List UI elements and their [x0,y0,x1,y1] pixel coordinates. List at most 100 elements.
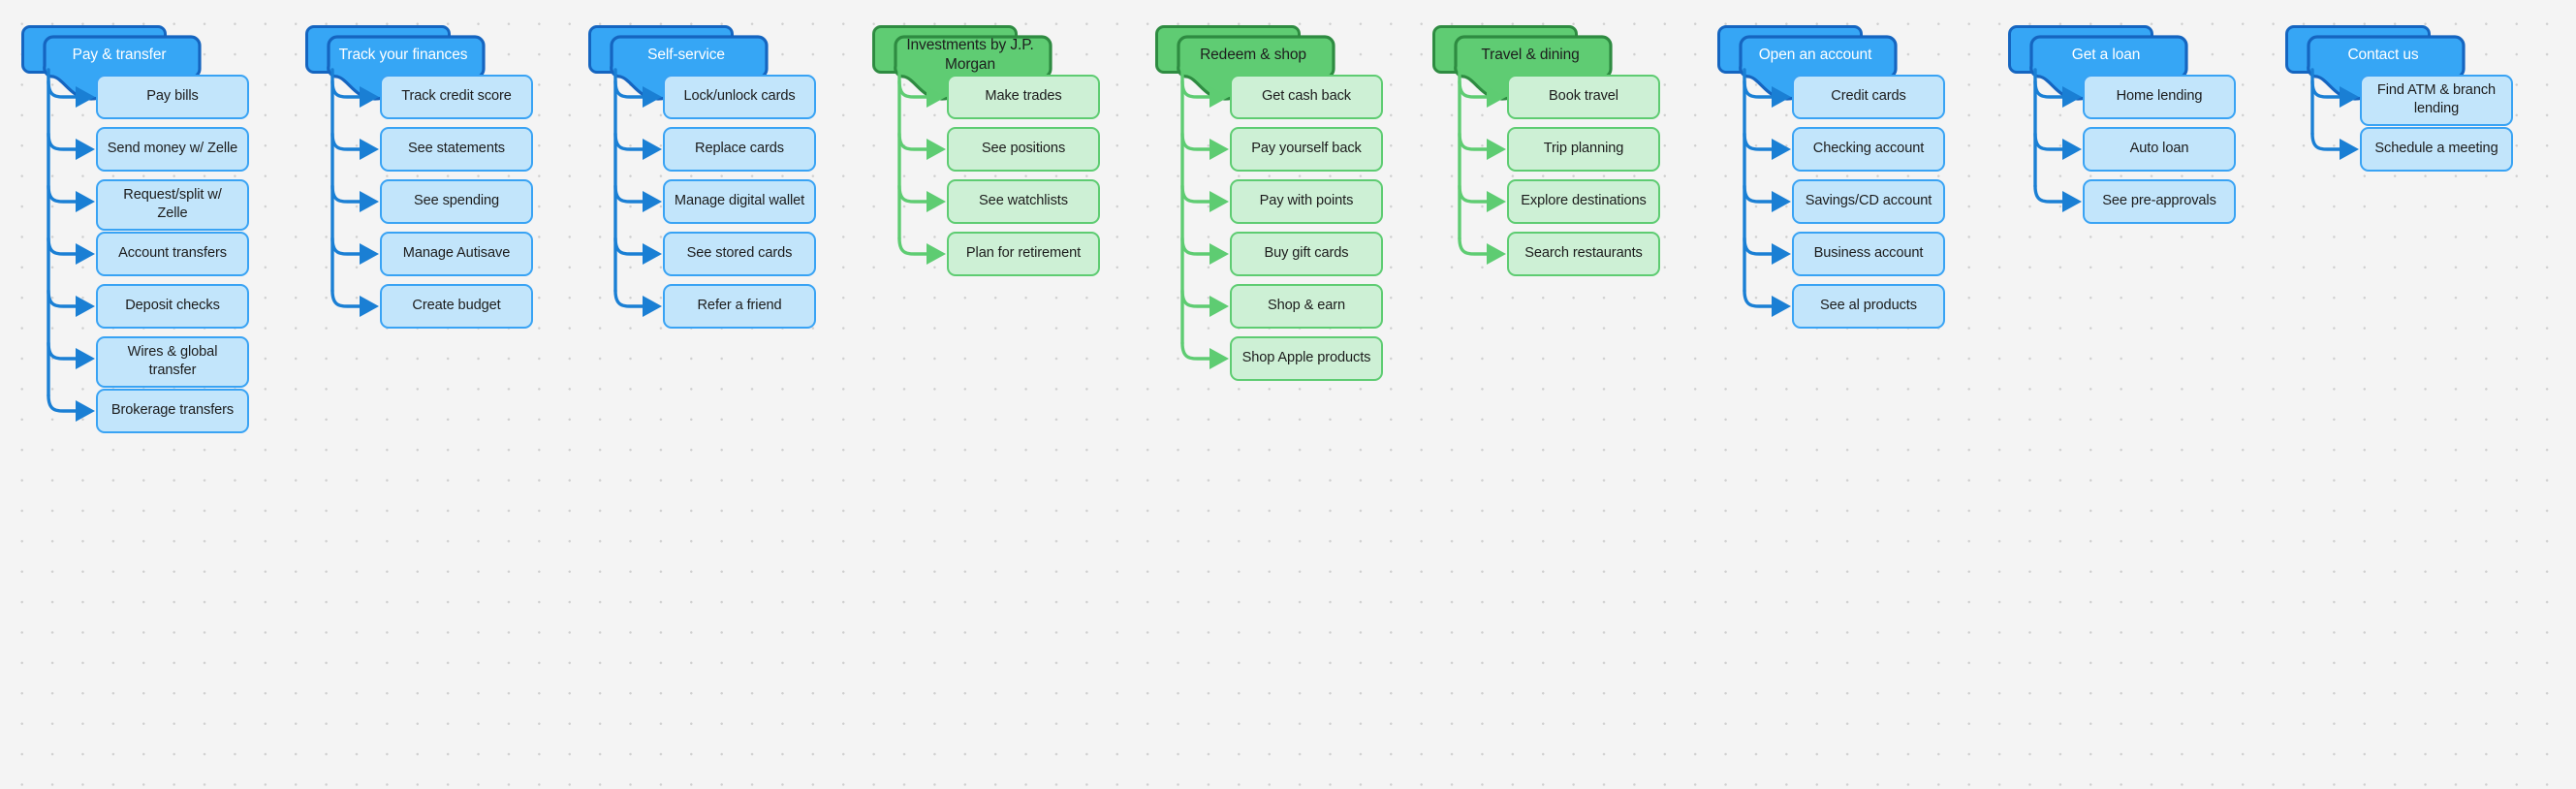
connector-elbow [1180,341,1214,361]
mindmap-child-node[interactable]: Account transfers [96,232,249,276]
mindmap-child-node[interactable]: Business account [1792,232,1945,276]
connector-elbow [613,289,647,308]
connector-elbow [1180,237,1214,256]
mindmap-child-node[interactable]: Make trades [947,75,1100,119]
connector-elbow [613,184,647,204]
connector-arrowhead [76,400,95,422]
connector-arrowhead [643,296,662,317]
mindmap-child-node[interactable]: Plan for retirement [947,232,1100,276]
connector-arrowhead [1772,296,1791,317]
mindmap-child-node[interactable]: Lock/unlock cards [663,75,816,119]
connector-arrowhead [76,243,95,265]
mindmap-child-node[interactable]: Pay with points [1230,179,1383,224]
mindmap-child-node[interactable]: See watchlists [947,179,1100,224]
connector-arrowhead [927,243,946,265]
mindmap-child-node[interactable]: Brokerage transfers [96,389,249,433]
mindmap-child-node[interactable]: Replace cards [663,127,816,172]
connector-arrowhead [1487,139,1506,160]
mindmap-child-node[interactable]: Buy gift cards [1230,232,1383,276]
connector-arrowhead [643,139,662,160]
connector-elbow [47,132,80,151]
mindmap-child-node[interactable]: Request/split w/ Zelle [96,179,249,231]
mindmap-child-node[interactable]: Book travel [1507,75,1660,119]
connector-arrowhead [1772,191,1791,212]
connector-arrowhead [1772,139,1791,160]
connector-arrowhead [76,296,95,317]
mindmap-child-node[interactable]: Schedule a meeting [2360,127,2513,172]
mindmap-child-node[interactable]: See al products [1792,284,1945,329]
connector-arrowhead [360,243,379,265]
header-node-redeem-and-shop[interactable]: Redeem & shop [1155,0,1339,101]
mindmap-child-node[interactable]: Home lending [2083,75,2236,119]
connector-arrowhead [360,139,379,160]
connector-elbow [1180,184,1214,204]
connector-elbow [330,132,364,151]
mindmap-child-node[interactable]: Credit cards [1792,75,1945,119]
mindmap-child-node[interactable]: Create budget [380,284,533,329]
connector-elbow [47,289,80,308]
mindmap-child-node[interactable]: Checking account [1792,127,1945,172]
mindmap-child-node[interactable]: See statements [380,127,533,172]
connector-elbow [330,237,364,256]
connector-elbow [47,184,80,204]
mindmap-child-node[interactable]: Pay yourself back [1230,127,1383,172]
mindmap-child-node[interactable]: Send money w/ Zelle [96,127,249,172]
connector-elbow [1743,184,1776,204]
connector-arrowhead [927,191,946,212]
mindmap-child-node[interactable]: Wires & global transfer [96,336,249,388]
connector-elbow [1458,184,1492,204]
connector-elbow [47,394,80,413]
connector-arrowhead [1209,296,1229,317]
connector-elbow [330,289,364,308]
connector-elbow [2033,184,2067,204]
mindmap-child-node[interactable]: Trip planning [1507,127,1660,172]
mindmap-child-node[interactable]: Auto loan [2083,127,2236,172]
connector-arrowhead [1209,348,1229,369]
header-node-get-a-loan[interactable]: Get a loan [2008,0,2192,101]
connector-arrowhead [643,243,662,265]
mindmap-child-node[interactable]: See stored cards [663,232,816,276]
mindmap-child-node[interactable]: Refer a friend [663,284,816,329]
mindmap-child-node[interactable]: Search restaurants [1507,232,1660,276]
connector-elbow [1743,289,1776,308]
mindmap-child-node[interactable]: Deposit checks [96,284,249,329]
mindmap-child-node[interactable]: See pre-approvals [2083,179,2236,224]
connector-elbow [1458,132,1492,151]
connector-arrowhead [76,139,95,160]
connector-arrowhead [76,348,95,369]
header-node-self-service[interactable]: Self-service [588,0,772,101]
mindmap-child-node[interactable]: Manage digital wallet [663,179,816,224]
mindmap-child-node[interactable]: See spending [380,179,533,224]
mindmap-child-node[interactable]: Get cash back [1230,75,1383,119]
mindmap-child-node[interactable]: Track credit score [380,75,533,119]
connector-arrowhead [2062,139,2082,160]
connector-elbow [1180,132,1214,151]
connector-arrowhead [1209,191,1229,212]
mindmap-child-node[interactable]: Find ATM & branch lending [2360,75,2513,126]
mindmap-child-node[interactable]: Manage Autisave [380,232,533,276]
connector-elbow [2310,132,2344,151]
connector-elbow [2033,132,2067,151]
connector-arrowhead [2062,191,2082,212]
connector-elbow [1180,289,1214,308]
connector-arrowhead [76,191,95,212]
connector-elbow [613,132,647,151]
connector-arrowhead [1487,243,1506,265]
connector-elbow [897,184,931,204]
mindmap-child-node[interactable]: Pay bills [96,75,249,119]
connector-arrowhead [1209,243,1229,265]
mindmap-child-node[interactable]: Savings/CD account [1792,179,1945,224]
mindmap-child-node[interactable]: Explore destinations [1507,179,1660,224]
mindmap-child-node[interactable]: Shop & earn [1230,284,1383,329]
connector-elbow [1458,237,1492,256]
header-node-contact-us[interactable]: Contact us [2285,0,2469,101]
connector-arrowhead [1772,243,1791,265]
mindmap-child-node[interactable]: See positions [947,127,1100,172]
mindmap-child-node[interactable]: Shop Apple products [1230,336,1383,381]
